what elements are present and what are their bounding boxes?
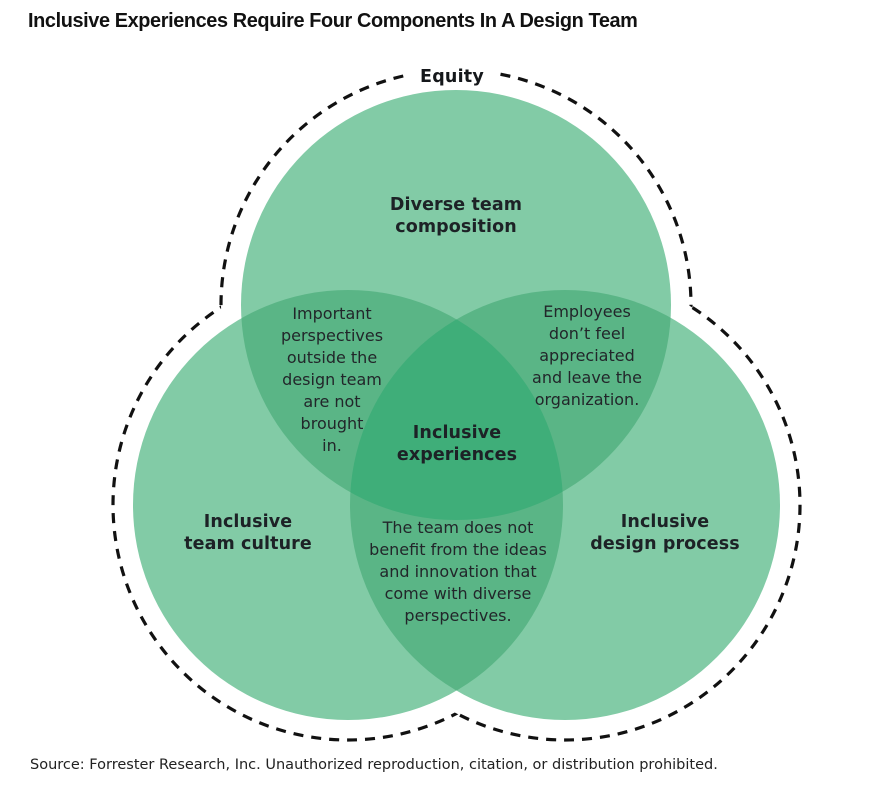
- circle-label-inclusive-team-culture: Inclusive team culture: [184, 512, 312, 554]
- source-attribution: Source: Forrester Research, Inc. Unautho…: [30, 757, 718, 773]
- circle-label-diverse-team-composition: Diverse team composition: [389, 195, 523, 237]
- page-title: Inclusive Experiences Require Four Compo…: [28, 9, 638, 32]
- center-label-inclusive-experiences: Inclusive experiences: [396, 423, 518, 465]
- overlap-text-top-right: Employees don’t feel appreciated and lea…: [532, 302, 642, 409]
- equity-label: Equity: [410, 66, 494, 88]
- overlap-text-bottom: The team does not benefit from the ideas…: [369, 518, 547, 625]
- overlap-text-top-left: Important perspectives outside the desig…: [280, 304, 384, 455]
- circle-label-inclusive-design-process: Inclusive design process: [590, 512, 740, 554]
- overlap-region-center: [350, 290, 563, 520]
